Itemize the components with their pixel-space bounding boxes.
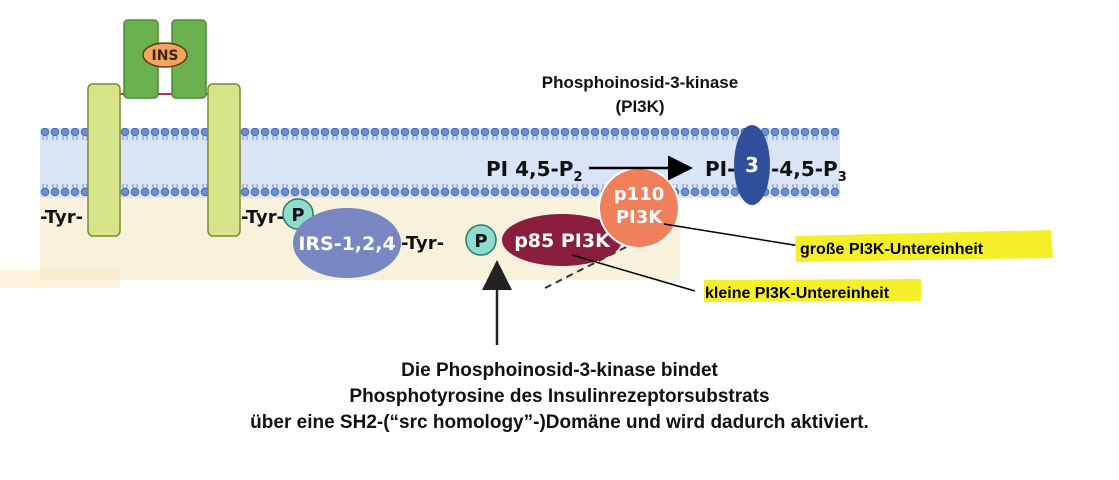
phosphate-irs-label: P xyxy=(474,231,487,252)
tyr-label-left: -Tyr- xyxy=(40,207,83,228)
large-subunit-annotation: große PI3K-Untereinheit xyxy=(800,241,984,258)
caption: Die Phosphoinosid-3-kinase bindet Phosph… xyxy=(0,358,1119,436)
caption-line-3: über eine SH2-(“src homology”-)Domäne un… xyxy=(250,412,869,433)
irs-label: IRS-1,2,4 xyxy=(298,233,395,255)
small-subunit-annotation: kleine PI3K-Untereinheit xyxy=(705,285,890,302)
membrane-top-lipids xyxy=(40,128,840,142)
tyr-label-irs: -Tyr- xyxy=(401,233,444,254)
p85-subunit xyxy=(502,214,622,266)
pointer-small-subunit xyxy=(571,254,696,292)
p85-label: p85 PI3K xyxy=(514,230,611,252)
caption-line-1: Die Phosphoinosid-3-kinase bindet xyxy=(401,360,718,381)
receptor-subunit-left xyxy=(87,83,121,237)
p110-label-line1: p110 xyxy=(614,184,664,205)
pip3-position-3 xyxy=(734,125,770,205)
highlight-small-subunit xyxy=(704,279,921,302)
phosphate-receptor-label: P xyxy=(291,205,304,226)
enzyme-title-line1: Phosphoinosid-3-kinase xyxy=(542,73,738,92)
insulin-molecule xyxy=(142,42,188,68)
pip3-position-label: 3 xyxy=(745,153,759,177)
cytoplasm-fade xyxy=(0,270,120,288)
insulin-label: INS xyxy=(151,48,178,64)
substrate-label: PI 4,5-P2 xyxy=(486,157,583,185)
irs-protein xyxy=(293,208,401,278)
membrane-bottom-lipids xyxy=(40,184,840,198)
product-suffix: -4,5-P3 xyxy=(771,157,847,185)
highlight-large-subunit xyxy=(795,230,1053,262)
phosphate-irs xyxy=(465,224,497,256)
enzyme-title-line2: (PI3K) xyxy=(615,97,664,116)
pointer-large-subunit xyxy=(663,223,801,247)
p110-label-line2: PI3K xyxy=(616,207,663,228)
product-prefix: PI- xyxy=(705,157,735,181)
receptor-subunit-right xyxy=(207,83,241,237)
tyr-label-mid: -Tyr- xyxy=(241,207,284,228)
caption-line-2: Phosphotyrosine des Insulinrezeptorsubst… xyxy=(349,386,770,407)
dashed-connector xyxy=(544,239,641,289)
